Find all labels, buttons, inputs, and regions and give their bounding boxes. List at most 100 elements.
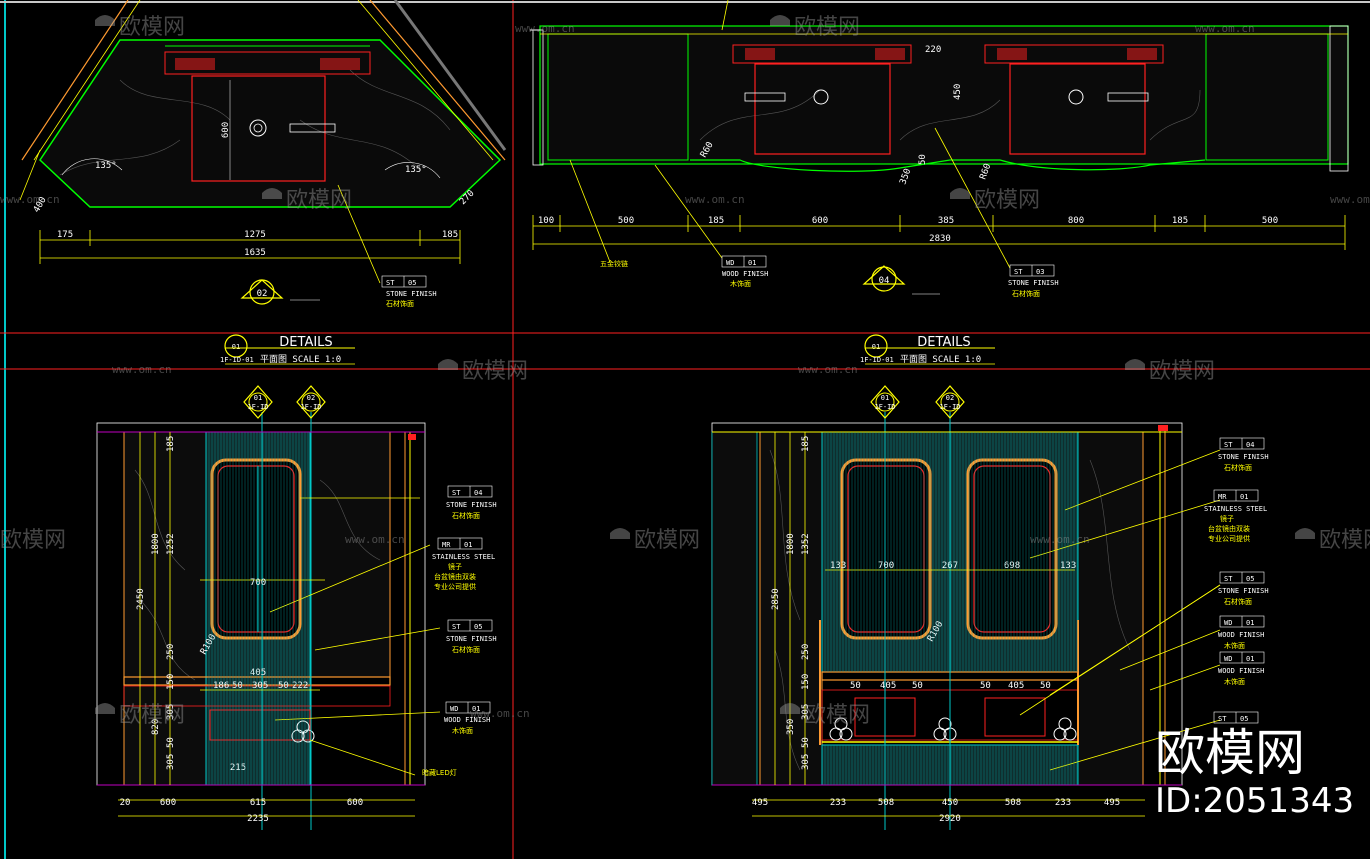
- section-mark-br-01[interactable]: 01 1F-ID: [870, 385, 900, 419]
- svg-text:石材饰面: 石材饰面: [386, 299, 414, 308]
- svg-text:STONE FINISH: STONE FINISH: [1008, 279, 1059, 287]
- svg-text:欧模网: 欧模网: [1319, 528, 1370, 553]
- svg-text:欧模网: 欧模网: [286, 188, 352, 213]
- svg-text:04: 04: [474, 489, 482, 497]
- svg-text:100: 100: [538, 216, 554, 226]
- sofa-logo-icon: [780, 703, 800, 714]
- basin-cabinet: [191, 75, 326, 182]
- svg-text:欧模网: 欧模网: [119, 703, 185, 728]
- details-title-right: 01 DETAILS 1F-ID-01 平面图 SCALE 1:0: [860, 334, 995, 365]
- svg-text:05: 05: [1246, 575, 1254, 583]
- plan-left[interactable]: 600 135° 135° 400 270 175 1275 185 1635 …: [19, 0, 507, 308]
- svg-text:欧模网: 欧模网: [974, 188, 1040, 213]
- elevation-left[interactable]: 185 1800 1252 2450 250 150 820 305 50 30…: [96, 385, 497, 830]
- marble-veins: [59, 69, 451, 176]
- section-mark-04[interactable]: 04: [862, 265, 940, 295]
- svg-text:1F-ID: 1F-ID: [300, 403, 321, 411]
- svg-text:250: 250: [801, 644, 811, 660]
- svg-text:385: 385: [938, 216, 954, 226]
- svg-text:405: 405: [250, 668, 266, 678]
- svg-text:250: 250: [166, 644, 176, 660]
- svg-text:www.om.cn: www.om.cn: [470, 707, 530, 720]
- svg-text:698: 698: [1004, 561, 1020, 571]
- svg-text:01: 01: [472, 705, 480, 713]
- svg-text:820: 820: [151, 719, 161, 735]
- svg-text:镜子: 镜子: [448, 562, 462, 571]
- svg-text:150: 150: [801, 674, 811, 690]
- svg-text:222: 222: [292, 681, 308, 691]
- svg-text:欧模网: 欧模网: [634, 528, 700, 553]
- svg-text:50: 50: [166, 737, 176, 748]
- svg-text:www.om.cn: www.om.cn: [0, 193, 60, 206]
- svg-text:STONE FINISH: STONE FINISH: [1218, 587, 1269, 595]
- plan-left-inner-dim: 600: [221, 122, 231, 138]
- svg-text:平面图 SCALE 1:0: 平面图 SCALE 1:0: [900, 354, 981, 365]
- svg-text:01: 01: [1246, 619, 1254, 627]
- svg-text:www.om.cn: www.om.cn: [685, 193, 745, 206]
- svg-text:600: 600: [160, 798, 176, 808]
- section-mark-br-02[interactable]: 02 1F-ID: [935, 385, 965, 419]
- svg-text:20: 20: [120, 798, 131, 808]
- svg-text:石材饰面: 石材饰面: [1224, 597, 1252, 606]
- basin-cabinet-left: [754, 63, 891, 155]
- svg-text:石材饰面: 石材饰面: [452, 645, 480, 654]
- svg-text:267: 267: [942, 561, 958, 571]
- section-mark-bl-01[interactable]: 01 1F-ID: [243, 385, 273, 419]
- svg-text:ST: ST: [452, 489, 461, 497]
- svg-text:1F-ID: 1F-ID: [247, 403, 268, 411]
- svg-text:ST: ST: [386, 279, 395, 287]
- svg-text:平面图 SCALE 1:0: 平面图 SCALE 1:0: [260, 354, 341, 365]
- plan-left-total-dim: 1635: [244, 248, 266, 258]
- svg-text:欧模网: 欧模网: [462, 359, 528, 384]
- elev-right-tag-stone-05: ST 05 STONE FINISH 石材饰面: [1218, 571, 1269, 606]
- svg-text:01: 01: [1240, 493, 1248, 501]
- svg-text:专业公司提供: 专业公司提供: [434, 582, 476, 591]
- plan-right-outline: [539, 25, 1349, 165]
- led-callout: 暗藏LED灯: [422, 768, 457, 777]
- plan-right-stone-tag: ST 03 STONE FINISH 石材饰面: [1008, 264, 1059, 298]
- plan-right[interactable]: 450 R60 220 350 R60 50 100 500 185 600 3: [530, 0, 1349, 298]
- svg-text:MR: MR: [1218, 493, 1227, 501]
- svg-text:ST: ST: [452, 623, 461, 631]
- sofa-logo-icon: [95, 703, 115, 714]
- hinge-callout: 五金铰链: [600, 259, 628, 268]
- sofa-logo-icon: [1125, 359, 1145, 370]
- svg-text:50: 50: [850, 681, 861, 691]
- plan-left-angle-a: 135°: [95, 161, 117, 171]
- elevation-right[interactable]: 185 1800 1352 2850 250 150 350 305 50 30…: [711, 385, 1269, 830]
- svg-text:www.om.cn: www.om.cn: [1195, 22, 1255, 35]
- plan-right-height: 450: [953, 84, 963, 100]
- plan-left-dim-c: 185: [442, 230, 458, 240]
- svg-text:STONE FINISH: STONE FINISH: [386, 290, 437, 298]
- svg-text:185: 185: [1172, 216, 1188, 226]
- svg-text:STAINLESS STEEL: STAINLESS STEEL: [432, 553, 495, 561]
- svg-text:MR: MR: [442, 541, 451, 549]
- drain-icon: [249, 119, 267, 137]
- svg-text:615: 615: [250, 798, 266, 808]
- svg-text:233: 233: [1055, 798, 1071, 808]
- section-mark-02[interactable]: 02: [240, 279, 320, 305]
- svg-text:WOOD FINISH: WOOD FINISH: [444, 716, 490, 724]
- section-mark-bl-02[interactable]: 02 1F-ID: [296, 385, 326, 419]
- svg-text:欧模网: 欧模网: [804, 703, 870, 728]
- svg-text:220: 220: [925, 45, 941, 55]
- svg-text:WD: WD: [1224, 619, 1232, 627]
- svg-text:185: 185: [166, 436, 176, 452]
- elev-right-tag-stone-bottom: ST 05: [1213, 711, 1259, 724]
- svg-text:405: 405: [1008, 681, 1024, 691]
- sofa-logo-icon: [610, 528, 630, 539]
- wood-panel-right: [1077, 431, 1144, 786]
- corner-id-text: ID:2051343: [1155, 781, 1354, 821]
- svg-text:STONE FINISH: STONE FINISH: [446, 635, 497, 643]
- elev-left-tag-wood: WD 01 WOOD FINISH 木饰面: [444, 701, 490, 735]
- elev-left-total: 2235: [247, 814, 269, 824]
- svg-text:1800: 1800: [151, 533, 161, 555]
- svg-text:专业公司提供: 专业公司提供: [1208, 534, 1250, 543]
- svg-text:DETAILS: DETAILS: [279, 335, 332, 350]
- svg-text:ST: ST: [1218, 715, 1227, 723]
- svg-text:05: 05: [1240, 715, 1248, 723]
- plan-right-total-dim: 2830: [929, 234, 951, 244]
- svg-text:www.om.cn: www.om.cn: [345, 533, 405, 546]
- svg-text:木饰面: 木饰面: [452, 726, 473, 735]
